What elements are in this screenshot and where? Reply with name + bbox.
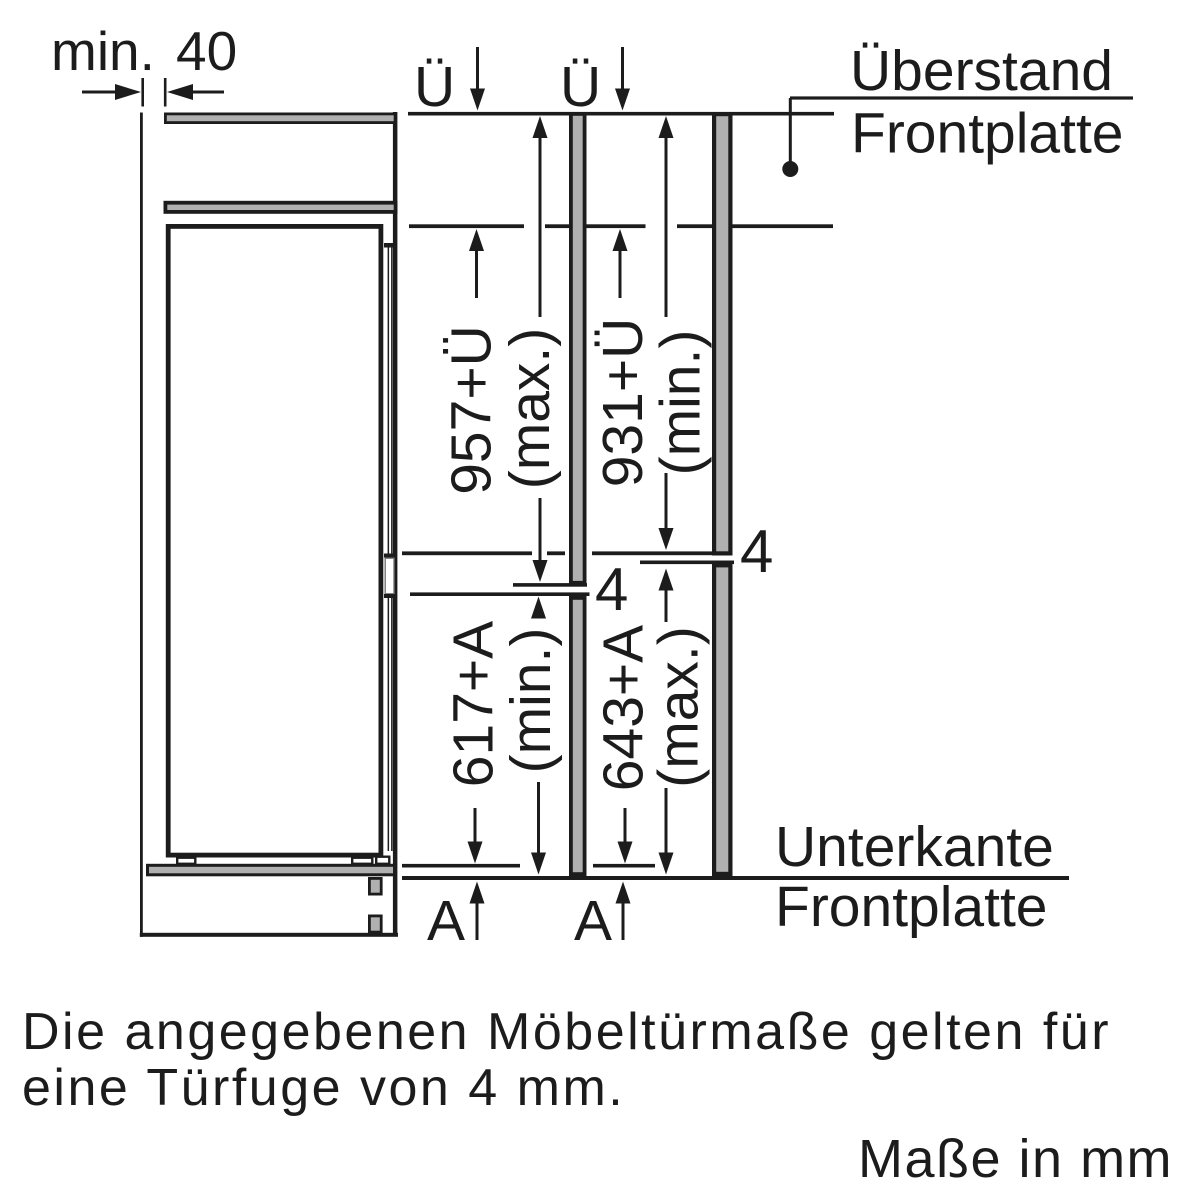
svg-text:Frontplatte: Frontplatte bbox=[851, 102, 1123, 166]
svg-text:min.: min. bbox=[51, 20, 155, 82]
svg-text:Überstand: Überstand bbox=[850, 39, 1113, 103]
svg-text:(max.): (max.) bbox=[498, 328, 562, 489]
svg-text:4: 4 bbox=[595, 556, 628, 623]
svg-text:957+Ü: 957+Ü bbox=[440, 325, 504, 495]
svg-text:Unterkante: Unterkante bbox=[775, 815, 1054, 879]
svg-text:Die angegebenen Möbeltürmaße g: Die angegebenen Möbeltürmaße gelten für bbox=[22, 1003, 1111, 1061]
svg-text:eine Türfuge von 4 mm.: eine Türfuge von 4 mm. bbox=[22, 1059, 625, 1117]
svg-text:Ü: Ü bbox=[560, 55, 601, 119]
svg-text:A: A bbox=[574, 889, 612, 953]
svg-text:931+Ü: 931+Ü bbox=[591, 318, 655, 488]
svg-text:643+A: 643+A bbox=[592, 625, 656, 791]
svg-text:(min.): (min.) bbox=[499, 628, 563, 774]
svg-text:40: 40 bbox=[176, 20, 237, 82]
svg-text:4: 4 bbox=[740, 518, 773, 585]
svg-text:Frontplatte: Frontplatte bbox=[775, 875, 1047, 939]
svg-text:617+A: 617+A bbox=[442, 621, 506, 787]
svg-text:A: A bbox=[427, 889, 465, 953]
svg-text:(min.): (min.) bbox=[649, 330, 713, 476]
svg-text:(max.): (max.) bbox=[647, 626, 711, 787]
svg-text:Maße in mm: Maße in mm bbox=[858, 1129, 1173, 1189]
svg-text:Ü: Ü bbox=[414, 55, 455, 119]
